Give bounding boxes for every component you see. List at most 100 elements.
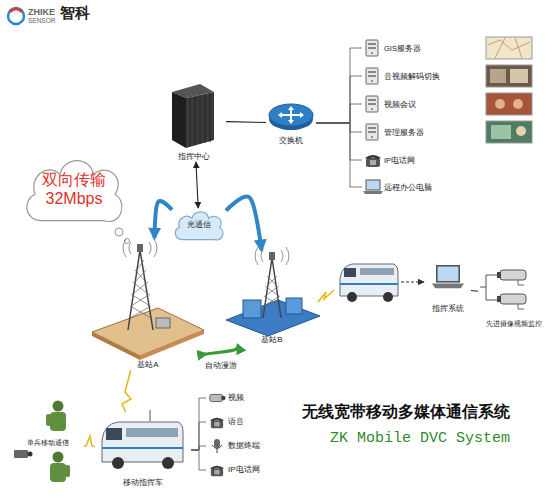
base-station: 基站A <box>90 238 206 370</box>
logo-text: SENSOR <box>28 17 55 24</box>
optical-cloud: 光通信 <box>172 208 226 242</box>
connector <box>316 123 362 160</box>
connector <box>226 197 261 250</box>
security-cameras <box>497 294 526 309</box>
connector <box>196 162 198 208</box>
command-vehicle <box>106 428 122 440</box>
server-rack <box>210 94 211 142</box>
server-item: GIS服务器 <box>362 36 480 60</box>
soldier-figures <box>50 412 66 431</box>
logo-text: ZHIKE <box>28 7 55 17</box>
server-rack <box>195 97 196 145</box>
switch-icon <box>281 109 301 121</box>
base-station-a <box>137 244 143 252</box>
command-system: 指挥系统 <box>425 262 471 314</box>
terminal-item: 视频 <box>206 388 268 408</box>
node-label: IP电话网 <box>384 156 415 165</box>
security-cameras <box>497 270 526 285</box>
base-station-b <box>286 298 302 314</box>
server-rack <box>172 92 186 148</box>
base-station-b <box>255 247 289 265</box>
base-station-a <box>123 239 157 257</box>
security-cameras <box>500 270 526 280</box>
link-lightning <box>318 290 334 302</box>
server-item: 管理服务器 <box>362 120 480 144</box>
connector <box>316 123 362 132</box>
node-label: 单兵移动通信 <box>27 439 69 447</box>
base-station-a <box>92 239 204 360</box>
cloud-tail <box>115 228 123 236</box>
node-label: 视频 <box>228 393 244 403</box>
connector <box>191 450 206 470</box>
command-vehicle <box>112 457 124 469</box>
soldier-unit: 单兵移动通信 <box>12 398 84 488</box>
command-vehicle <box>126 428 178 437</box>
base-station-b <box>264 276 280 306</box>
base-station-a <box>92 332 140 360</box>
node-label: 指挥系统 <box>415 304 481 314</box>
logo-icon <box>8 8 24 24</box>
node-label: 指挥中心 <box>152 152 236 162</box>
diagram-title: 无线宽带移动多媒体通信系统 <box>302 402 510 423</box>
link-lightning <box>318 290 334 302</box>
connector <box>316 48 362 123</box>
connector <box>191 446 206 450</box>
field-van <box>340 283 398 285</box>
base-station-b <box>243 300 261 318</box>
data-flow-arrow <box>401 282 424 283</box>
command-center: 指挥中心 <box>162 80 226 162</box>
callout-cloud: 双向传输 32Mbps <box>20 152 128 226</box>
field-van <box>340 264 398 296</box>
server-rack <box>186 92 214 148</box>
screen-thumbnails <box>486 93 532 115</box>
cloud-outline <box>175 212 223 240</box>
node-label: 光通信 <box>187 220 211 230</box>
base-station-b <box>269 252 275 260</box>
connector <box>191 398 206 450</box>
node-label: 基站A <box>80 360 216 370</box>
screen-thumbnails <box>513 99 523 109</box>
command-vehicle <box>102 447 183 449</box>
connector <box>204 345 238 354</box>
node-label: 数据终端 <box>228 441 260 451</box>
server-rack <box>172 84 214 148</box>
terminal-icons <box>210 394 226 476</box>
base-station: 基站B <box>222 250 322 345</box>
field-van <box>347 292 357 302</box>
node-label: 管理服务器 <box>384 128 424 137</box>
server-icons <box>366 96 378 112</box>
switch-icon <box>269 104 313 126</box>
screen-thumbnails <box>486 121 532 143</box>
node-label: IP电话网 <box>228 465 260 475</box>
soldier-figures <box>50 463 66 482</box>
switch-icon <box>269 104 313 130</box>
server-rack <box>190 98 191 146</box>
node-label: 交换机 <box>256 136 326 146</box>
node-label: 远程办公电脑 <box>384 183 432 192</box>
server-icons <box>366 124 378 140</box>
command-vehicle <box>102 422 183 462</box>
terminal-item: 数据终端 <box>206 436 268 456</box>
terminal-icons <box>212 439 222 453</box>
server-item: 音视频解码切换 <box>362 64 480 88</box>
server-item: IP电话网 <box>362 148 480 172</box>
node-label: 视频会议 <box>384 100 416 109</box>
base-station-a <box>130 260 151 318</box>
server-item: 远程办公电脑 <box>362 175 480 199</box>
screen-thumbnails <box>495 99 505 109</box>
cloud-tail <box>115 228 130 244</box>
screen-thumbnails <box>490 69 506 83</box>
network-switch: 交换机 <box>266 100 316 146</box>
security-cameras <box>480 270 526 309</box>
screen-thumbnails <box>486 37 532 59</box>
server-icons <box>363 180 383 194</box>
connector <box>316 123 362 187</box>
soldier-figures <box>65 465 70 477</box>
field-van <box>360 268 394 275</box>
soldier-figures <box>14 450 28 458</box>
data-flow-arrow <box>401 282 424 283</box>
base-station-a <box>140 330 204 360</box>
logo-icon <box>8 8 24 24</box>
